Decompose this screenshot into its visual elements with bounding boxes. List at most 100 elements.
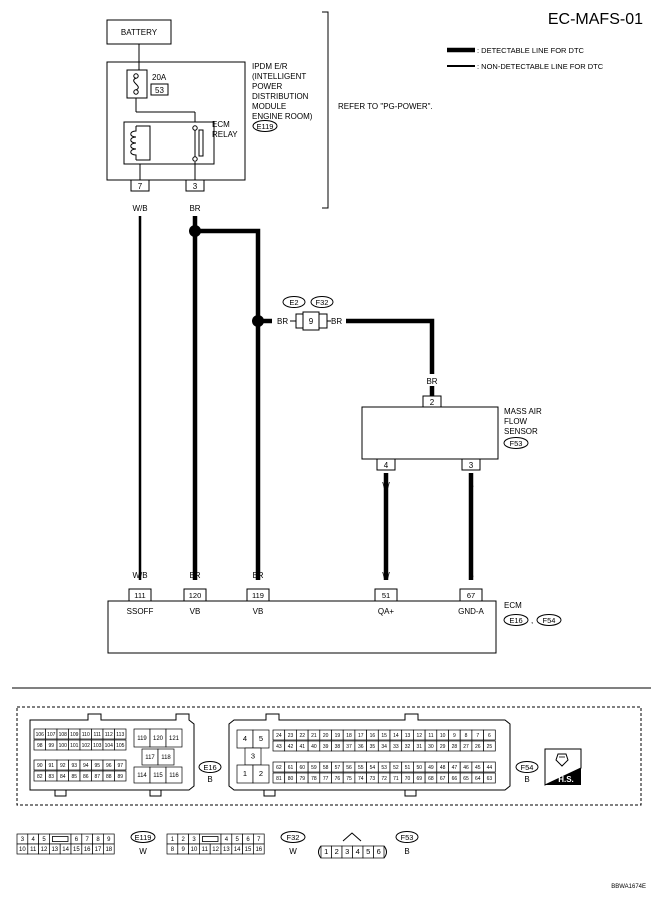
pin-cell bbox=[483, 761, 496, 773]
pin-number: 35 bbox=[370, 744, 376, 750]
pin-number: 87 bbox=[94, 774, 100, 780]
pin-number: 63 bbox=[487, 776, 493, 782]
ecm-term-5: GND-A bbox=[458, 607, 484, 616]
pin-number: 18 bbox=[346, 733, 352, 739]
pin-number: 3 bbox=[21, 837, 25, 843]
pin-number: 13 bbox=[405, 733, 411, 739]
ipdm-pin-left: 7 bbox=[138, 182, 143, 191]
legend: : DETECTABLE LINE FOR DTC : NON-DETECTAB… bbox=[447, 46, 604, 71]
pin-number: 12 bbox=[41, 847, 48, 853]
pin-number: 72 bbox=[381, 776, 387, 782]
pin-number: 90 bbox=[37, 763, 43, 769]
pin-number: 114 bbox=[137, 773, 147, 779]
pin-number: 30 bbox=[428, 744, 434, 750]
f32-id: F32 bbox=[287, 833, 300, 842]
joint-pin: 9 bbox=[309, 317, 314, 326]
pin-number: 80 bbox=[288, 776, 294, 782]
pin-number: 15 bbox=[381, 733, 387, 739]
pin-number: 26 bbox=[475, 744, 481, 750]
pin-number: 91 bbox=[48, 763, 54, 769]
pin-number: 39 bbox=[323, 744, 329, 750]
maf-wire-top: BR bbox=[426, 377, 437, 386]
maf-wire-left: W bbox=[382, 481, 390, 490]
pin-number: 28 bbox=[452, 744, 458, 750]
pin-number: 98 bbox=[37, 743, 43, 749]
pin-number: 117 bbox=[145, 755, 155, 761]
pin-number: 43 bbox=[276, 744, 282, 750]
ecm-label: ECM bbox=[504, 601, 522, 610]
pin-cell bbox=[483, 729, 496, 741]
pin-number: 23 bbox=[288, 733, 294, 739]
pin-number: 9 bbox=[182, 847, 186, 853]
battery: BATTERY bbox=[106, 19, 172, 62]
pin-number: 44 bbox=[487, 765, 493, 771]
pin-number: 42 bbox=[288, 744, 294, 750]
battery-label: BATTERY bbox=[121, 28, 158, 37]
pin-number: 65 bbox=[463, 776, 469, 782]
key-slot bbox=[201, 836, 219, 842]
pin-number: 17 bbox=[358, 733, 364, 739]
pin-number: 47 bbox=[452, 765, 458, 771]
figure-code: BBWA1674E bbox=[611, 884, 646, 890]
pin-number: 116 bbox=[169, 773, 179, 779]
pin-number: 20 bbox=[323, 733, 329, 739]
pin-number: 74 bbox=[358, 776, 364, 782]
pin-number: 5 bbox=[366, 847, 370, 856]
pin-number: 10 bbox=[440, 733, 446, 739]
e119-color: W bbox=[139, 847, 147, 856]
joint-connector: BR E2 F32 9 BR bbox=[277, 296, 342, 331]
ecm-term-1: SSOFF bbox=[127, 607, 154, 616]
pin-number: 75 bbox=[346, 776, 352, 782]
maf-label-1: MASS AIR bbox=[504, 407, 542, 416]
refer-bracket bbox=[322, 11, 329, 209]
ecm-conn-sep: , bbox=[531, 616, 533, 625]
pin-number: 60 bbox=[299, 765, 305, 771]
pin-number: 6 bbox=[377, 847, 381, 856]
pin-number: 4 bbox=[356, 847, 360, 856]
pin-number: 3 bbox=[251, 752, 255, 761]
relay-label-1: ECM bbox=[212, 120, 230, 129]
pin-number: 36 bbox=[358, 744, 364, 750]
pin-cell bbox=[483, 740, 496, 752]
pin-number: 64 bbox=[475, 776, 481, 782]
pin-number: 82 bbox=[37, 774, 43, 780]
pin-number: 12 bbox=[416, 733, 422, 739]
pin-number: 25 bbox=[487, 744, 493, 750]
pin-number: 3 bbox=[345, 847, 349, 856]
pin-number: 58 bbox=[323, 765, 329, 771]
joint-wire-left: BR bbox=[277, 317, 288, 326]
pin-number: 10 bbox=[191, 847, 198, 853]
ipdm-pin-right: 3 bbox=[193, 182, 198, 191]
pin-number: 73 bbox=[370, 776, 376, 782]
pin-cell bbox=[165, 766, 183, 784]
ecm-pin-1: 111 bbox=[134, 591, 145, 600]
pin-number: 93 bbox=[71, 763, 77, 769]
wire-to-maf bbox=[346, 318, 435, 374]
pin-cell bbox=[252, 764, 270, 784]
pin-number: 1 bbox=[243, 769, 247, 778]
pin-number: 76 bbox=[335, 776, 341, 782]
pin-number: 86 bbox=[83, 774, 89, 780]
pin-number: 5 bbox=[42, 837, 46, 843]
pin-cell bbox=[165, 728, 183, 748]
pin-number: 85 bbox=[71, 774, 77, 780]
pin-number: 6 bbox=[246, 837, 250, 843]
pin-number: 119 bbox=[137, 736, 147, 742]
pin-number: 99 bbox=[48, 743, 54, 749]
pin-number: 103 bbox=[93, 743, 102, 749]
f53-id: F53 bbox=[401, 833, 414, 842]
pin-number: 8 bbox=[171, 847, 175, 853]
pin-number: 19 bbox=[335, 733, 341, 739]
pin-number: 95 bbox=[94, 763, 100, 769]
pin-number: 97 bbox=[117, 763, 123, 769]
pin-number: 2 bbox=[259, 769, 263, 778]
pin-cell bbox=[253, 843, 265, 855]
pin-number: 79 bbox=[299, 776, 305, 782]
pin-number: 1 bbox=[324, 847, 328, 856]
pin-number: 14 bbox=[393, 733, 399, 739]
joint-conn-left: E2 bbox=[289, 298, 298, 307]
maf-pin-right: 3 bbox=[469, 461, 474, 470]
